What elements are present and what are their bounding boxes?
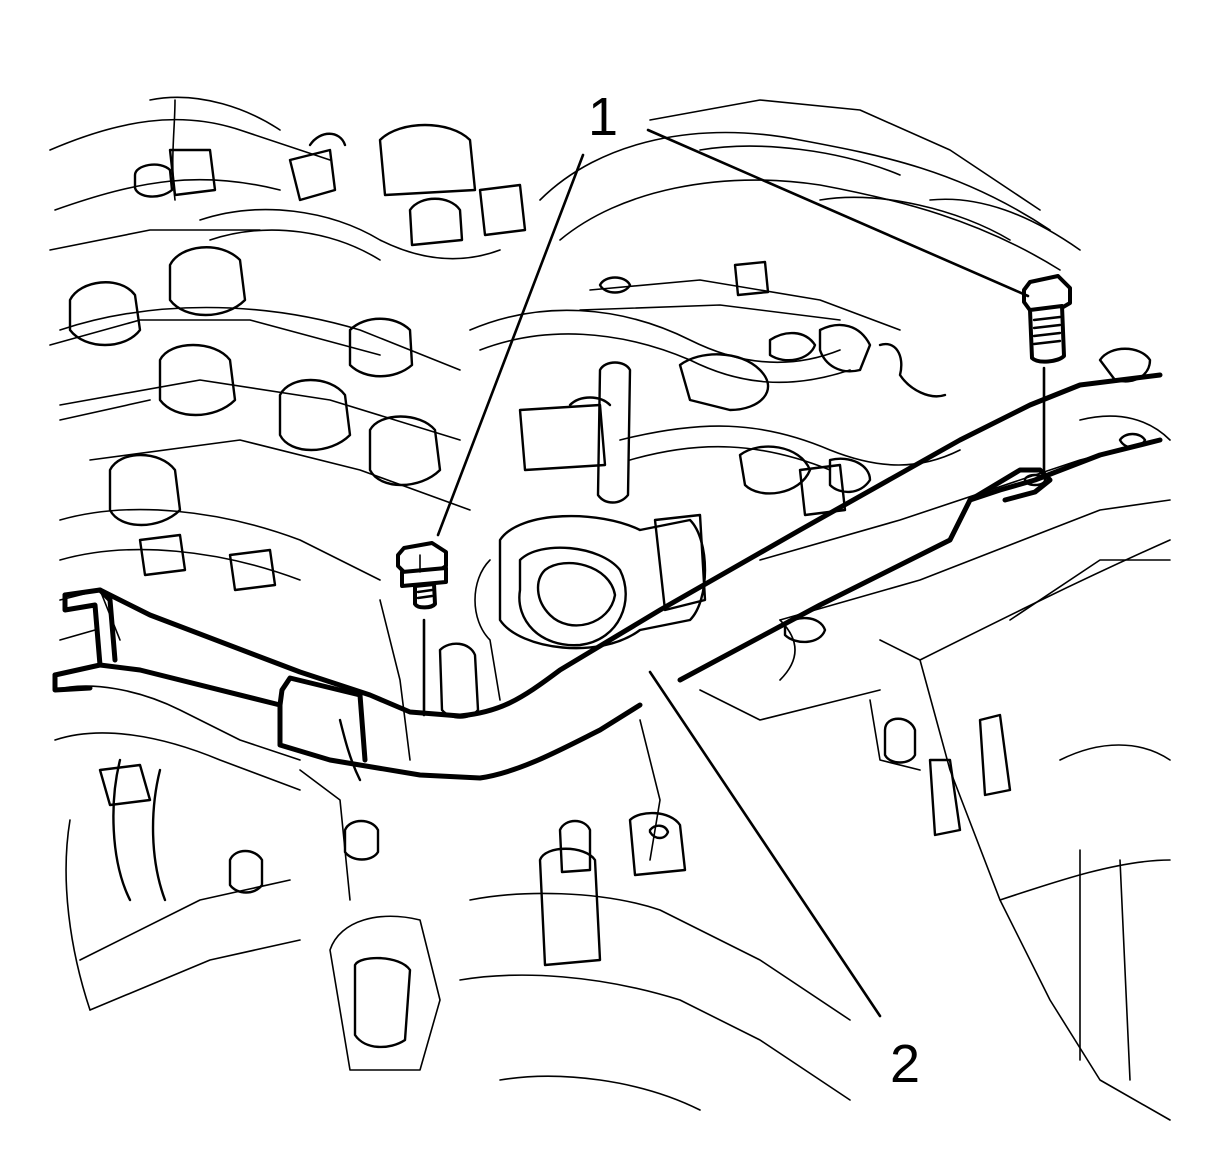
leader-2 [648, 670, 882, 1018]
callout-2-leader [648, 670, 882, 1018]
fuel-line-bracket [52, 372, 1163, 782]
callout-1-leaders [436, 128, 1030, 537]
callout-label-1: 1 [588, 87, 618, 147]
leader-1-left [436, 153, 585, 537]
leader-1-right [646, 128, 1030, 298]
callout-label-2: 2 [890, 1034, 920, 1094]
bolt-left [396, 541, 448, 717]
bolt-right [1022, 274, 1072, 472]
engine-background-linework [49, 96, 1171, 1121]
